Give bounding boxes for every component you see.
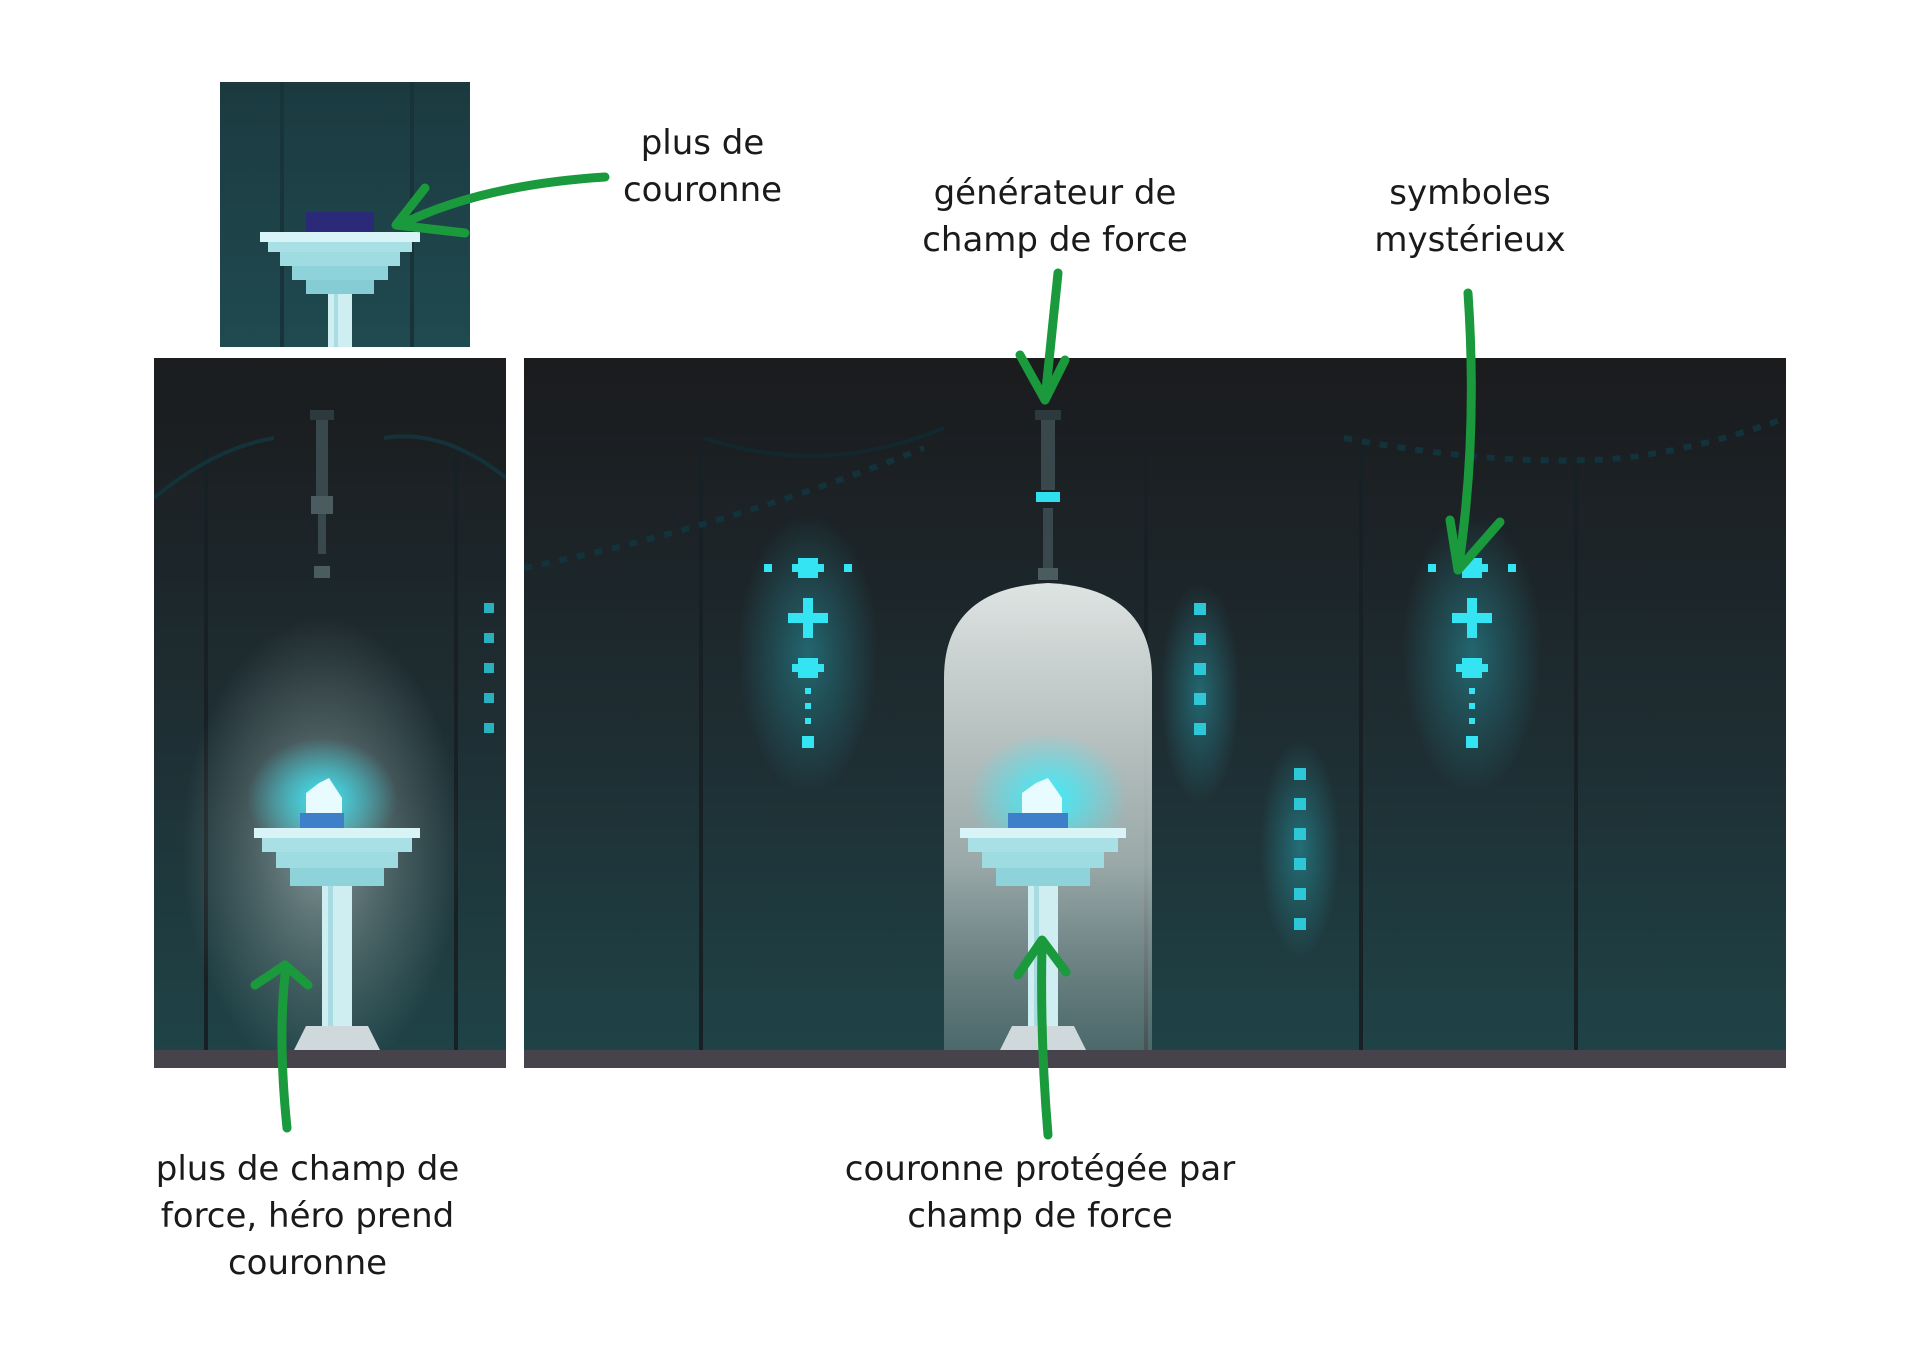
label-no-crown: plus de couronne <box>622 123 783 210</box>
panel-hero-takes-crown <box>154 358 506 1068</box>
forcefield-generator-icon <box>310 410 334 578</box>
forcefield-generator-icon <box>1035 410 1061 580</box>
mysterious-symbol-icon <box>1402 513 1542 793</box>
panel-empty-pedestal <box>220 82 470 347</box>
panel-protected-crown <box>524 358 1786 1068</box>
mysterious-symbol-icon <box>1160 583 1240 803</box>
crown-icon <box>300 778 344 829</box>
label-mysterious-symbols: symboles mystérieux <box>1374 173 1566 260</box>
label-protected-crown: couronne protégée par champ de force <box>844 1149 1236 1236</box>
mysterious-symbol-icon <box>1260 738 1340 958</box>
pedestal-icon <box>254 828 420 1050</box>
pedestal-icon <box>260 212 420 347</box>
mysterious-symbol-icon <box>738 513 878 793</box>
crown-icon <box>1008 778 1068 829</box>
label-forcefield-generator: générateur de champ de force <box>922 173 1188 260</box>
label-hero-takes-crown: plus de champ de force, héro prend couro… <box>155 1149 460 1283</box>
